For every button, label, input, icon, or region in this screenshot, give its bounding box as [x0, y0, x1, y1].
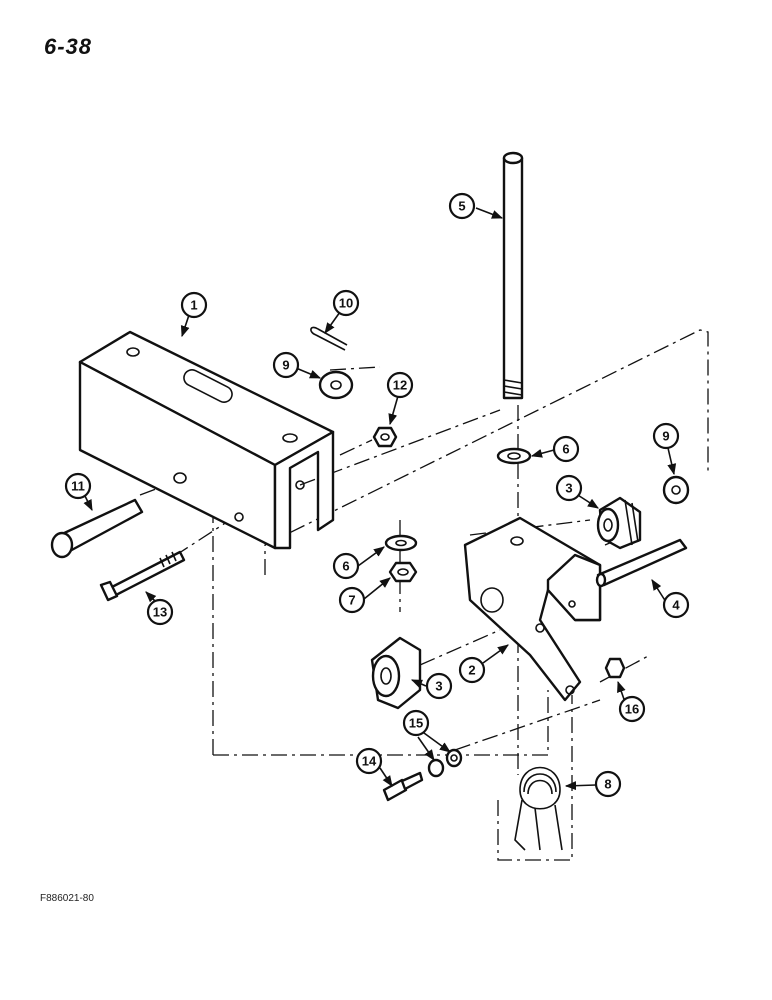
callout-label: 7 [348, 593, 355, 608]
nut-part-16 [604, 657, 626, 679]
callout-label: 10 [339, 296, 353, 311]
callout-label: 9 [282, 358, 289, 373]
washer-part-6-lower [384, 534, 418, 552]
callout-label: 8 [604, 777, 611, 792]
callout-9-left: 9 [272, 351, 300, 379]
callout-9-right: 9 [652, 422, 680, 450]
callout-5: 5 [448, 192, 476, 220]
callout-label: 1 [190, 298, 197, 313]
bolt-part-13 [99, 550, 186, 602]
callout-label: 4 [672, 598, 680, 613]
callout-4: 4 [662, 591, 690, 619]
spring-part-8 [514, 766, 563, 851]
callout-label: 13 [153, 605, 167, 620]
bracket-part-1 [78, 330, 335, 550]
callout-label: 9 [662, 429, 669, 444]
callout-6-lower: 6 [332, 552, 360, 580]
callout-label: 11 [71, 479, 85, 494]
callout-label: 14 [362, 754, 377, 769]
nut-part-12 [372, 426, 398, 448]
washers-part-15 [427, 748, 463, 778]
callout-label: 2 [468, 663, 475, 678]
bushing-part-3-right [596, 496, 642, 550]
screw-part-14 [382, 771, 424, 802]
callout-2: 2 [458, 656, 486, 684]
callout-label: 16 [625, 702, 639, 717]
callout-label: 6 [562, 442, 569, 457]
callout-14: 14 [355, 747, 383, 775]
figure-code: F886021-80 [40, 893, 94, 904]
callout-label: 15 [409, 716, 423, 731]
callout-label: 3 [435, 679, 442, 694]
callout-label: 3 [565, 481, 572, 496]
callout-13: 13 [146, 598, 174, 626]
nut-part-7 [388, 561, 418, 583]
washer-part-9-right [662, 475, 690, 505]
callout-11: 11 [64, 472, 92, 500]
pin-part-11 [50, 498, 144, 559]
cotter-pin-part-10 [310, 326, 348, 351]
callout-6-upper: 6 [552, 435, 580, 463]
bushing-part-3-left [370, 636, 422, 710]
washer-part-9-left [318, 370, 354, 400]
callout-3-right: 3 [555, 474, 583, 502]
pin-part-4 [595, 538, 688, 588]
callout-label: 6 [342, 559, 349, 574]
washer-part-6-upper [496, 447, 532, 465]
callout-7: 7 [338, 586, 366, 614]
callout-15: 15 [402, 709, 430, 737]
page-number: 6-38 [44, 34, 93, 59]
callout-16: 16 [618, 695, 646, 723]
callout-label: 5 [458, 199, 465, 214]
arm-part-2 [463, 516, 602, 702]
callout-8: 8 [594, 770, 622, 798]
callout-label: 12 [393, 378, 407, 393]
rod-part-5 [502, 151, 524, 400]
callout-12: 12 [386, 371, 414, 399]
callout-10: 10 [332, 289, 360, 317]
callout-1: 1 [180, 291, 208, 319]
callout-3-left: 3 [425, 672, 453, 700]
